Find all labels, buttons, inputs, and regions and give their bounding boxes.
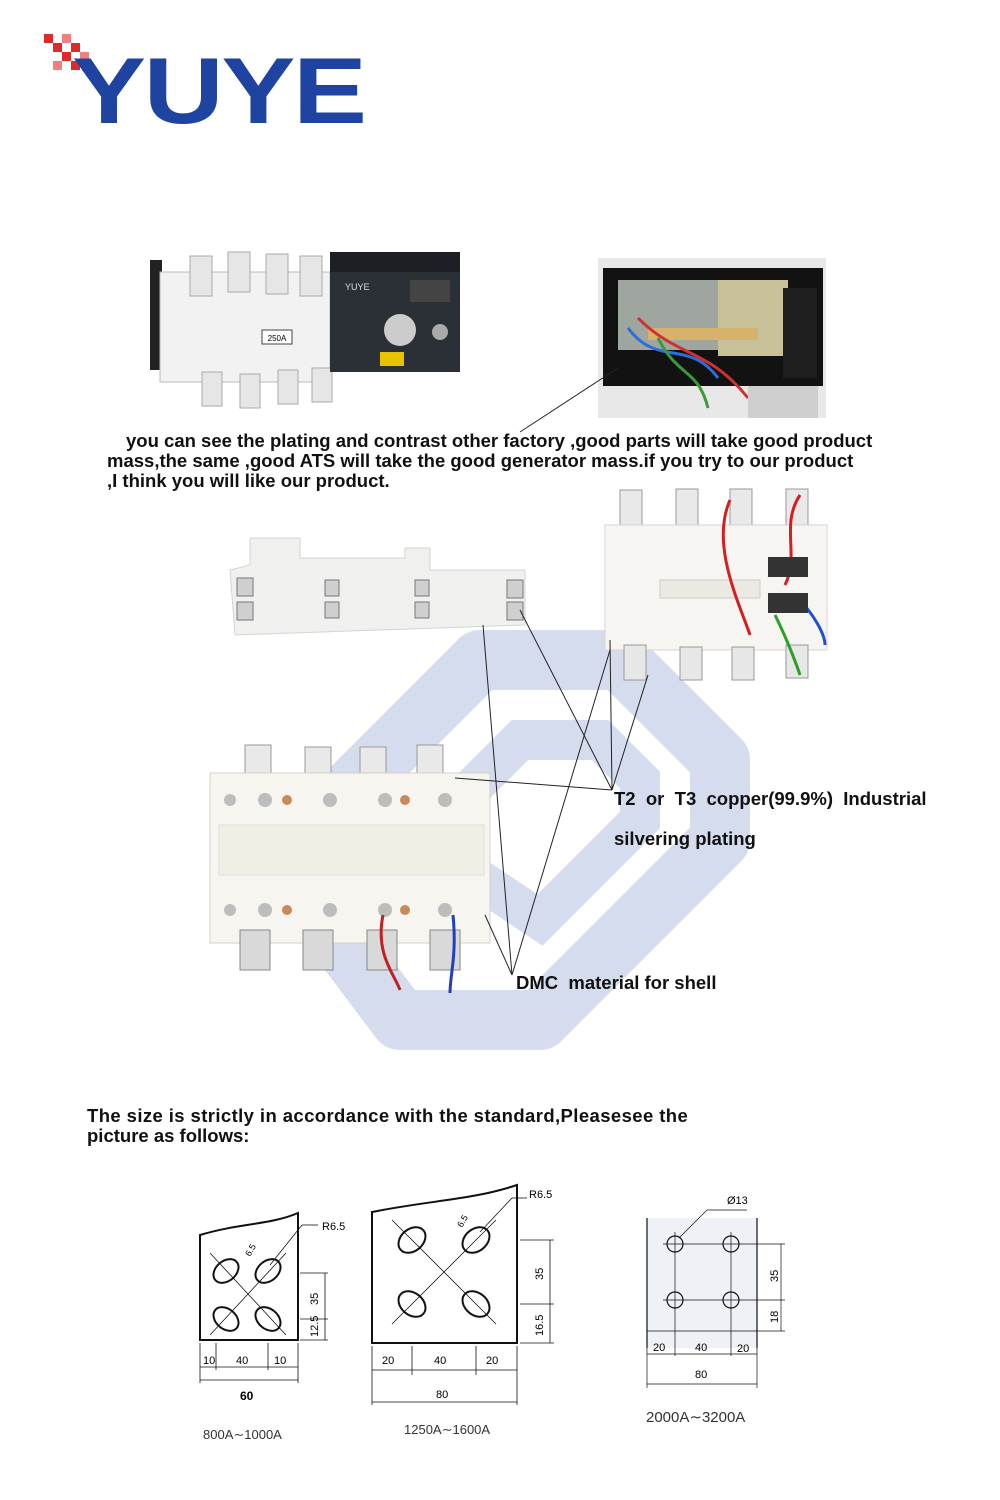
vertical-dim-2: 16.5 xyxy=(534,1315,546,1336)
copper-callout-line-1: T2 or T3 copper(99.9%) Industrial xyxy=(614,788,927,809)
logo-pixel-mark xyxy=(44,34,89,70)
hole-label: Ø13 xyxy=(727,1195,748,1207)
size-note-line-1: The size is strictly in accordance with … xyxy=(87,1105,689,1126)
total-width: 80 xyxy=(436,1389,448,1401)
total-width: 80 xyxy=(695,1369,707,1381)
horizontal-dim-2: 40 xyxy=(695,1342,707,1354)
ats-interior-photo xyxy=(598,258,826,418)
horizontal-dim-2: 40 xyxy=(236,1355,248,1367)
horizontal-dim-1: 20 xyxy=(653,1342,665,1354)
horizontal-dim-3: 10 xyxy=(274,1355,286,1367)
size-note-line-2: picture as follows: xyxy=(87,1125,250,1146)
horizontal-dim-1: 10 xyxy=(203,1355,215,1367)
vertical-dim-2: 12.5 xyxy=(309,1316,321,1337)
intro-line-3: ,I think you will like our product. xyxy=(107,470,390,491)
brand-label: YUYE xyxy=(345,282,370,292)
logo-text: YUYE xyxy=(72,38,367,143)
contact-module-photo xyxy=(209,744,491,994)
slot-label: 6.5 xyxy=(455,1213,470,1229)
horizontal-dim-2: 40 xyxy=(434,1355,446,1367)
caption-1250a: 1250A∼1600A xyxy=(404,1422,491,1437)
dimension-drawing-800a: R6.5 6.5 35 12.5 10 40 10 60 xyxy=(199,1211,345,1403)
leader-lines xyxy=(454,367,649,976)
caption-2000a: 2000A∼3200A xyxy=(646,1409,746,1426)
horizontal-dim-3: 20 xyxy=(486,1355,498,1367)
ats-product-photo: 250A YUYE xyxy=(150,251,460,409)
rating-label: 250A xyxy=(268,334,287,343)
horizontal-dim-3: 20 xyxy=(737,1343,749,1355)
intro-line-1: you can see the plating and contrast oth… xyxy=(126,430,873,451)
radius-label: R6.5 xyxy=(322,1221,345,1233)
switch-module-photo xyxy=(604,488,828,681)
dimension-drawing-2000a: Ø13 35 18 20 40 20 80 xyxy=(646,1195,785,1388)
horizontal-dim-1: 20 xyxy=(382,1355,394,1367)
vertical-dim-2: 18 xyxy=(769,1311,781,1323)
radius-label: R6.5 xyxy=(529,1189,552,1201)
caption-800a: 800A∼1000A xyxy=(203,1427,282,1442)
vertical-dim-1: 35 xyxy=(534,1268,546,1280)
dimension-drawing-1250a: R6.5 6.5 35 16.5 20 40 20 80 xyxy=(371,1183,554,1405)
copper-callout-line-2: silvering plating xyxy=(614,828,756,849)
intro-line-2: mass,the same ,good ATS will take the go… xyxy=(107,450,854,471)
vertical-dim-1: 35 xyxy=(309,1293,321,1305)
brand-logo xyxy=(40,30,380,140)
watermark-logo xyxy=(250,630,750,1050)
total-width: 60 xyxy=(240,1389,254,1403)
shell-callout: DMC material for shell xyxy=(516,972,717,993)
contact-base-photo xyxy=(229,537,526,636)
vertical-dim-1: 35 xyxy=(769,1270,781,1282)
slot-label: 6.5 xyxy=(243,1242,258,1258)
